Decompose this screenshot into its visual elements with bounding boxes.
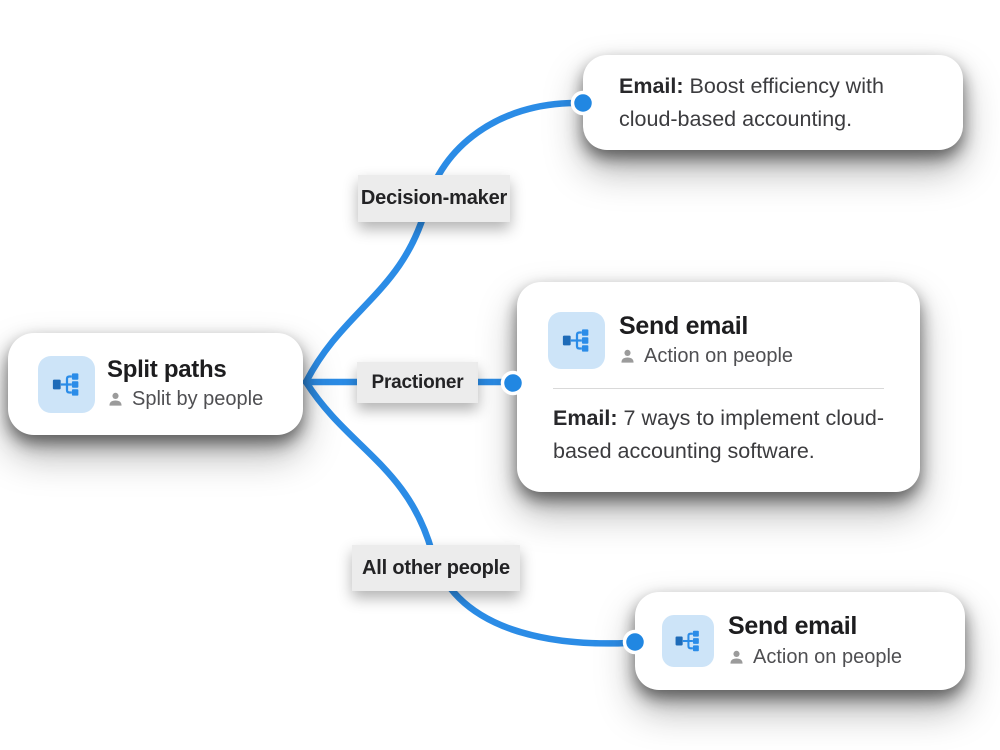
node-header: Send email Action on people [548, 312, 884, 369]
node-subtitle-text: Action on people [753, 645, 903, 668]
email-lead: Email: [619, 73, 684, 98]
email-copy: Email: 7 ways to implement cloud-based a… [553, 402, 884, 468]
email-card-decision-maker[interactable]: Email: Boost efficiency with cloud-based… [583, 55, 963, 150]
send-email-node-practitioner[interactable]: Send email Action on people Email: 7 way… [517, 282, 920, 492]
send-email-node-all-other[interactable]: Send email Action on people [635, 592, 965, 690]
node-title: Split paths [107, 355, 227, 383]
person-icon [619, 348, 636, 365]
person-icon [107, 391, 124, 408]
send-email-icon [662, 615, 714, 667]
split-paths-icon [38, 355, 95, 413]
split-paths-node[interactable]: Split paths Split by people [8, 333, 303, 435]
node-subtitle-text: Action on people [644, 345, 794, 368]
node-header: Split paths Split by people [38, 355, 264, 413]
branch-label-all-other-people[interactable]: All other people [352, 545, 520, 591]
email-lead: Email: [553, 406, 618, 430]
send-email-icon [548, 312, 605, 369]
card-divider [553, 388, 884, 389]
email-copy: Email: Boost efficiency with cloud-based… [619, 70, 927, 136]
node-title: Send email [619, 311, 748, 340]
node-header: Send email Action on people [662, 613, 902, 669]
branch-label-decision-maker[interactable]: Decision-maker [358, 175, 510, 222]
node-title: Send email [728, 612, 857, 641]
branch-label-text: Practioner [371, 371, 464, 393]
person-icon [728, 649, 745, 666]
branch-label-practitioner[interactable]: Practioner [357, 362, 478, 403]
branch-label-text: Decision-maker [360, 187, 508, 209]
branch-label-text: All other people [362, 556, 510, 579]
node-subtitle-text: Split by people [132, 388, 264, 411]
email-text: Boost efficiency with cloud-based accoun… [619, 73, 884, 131]
